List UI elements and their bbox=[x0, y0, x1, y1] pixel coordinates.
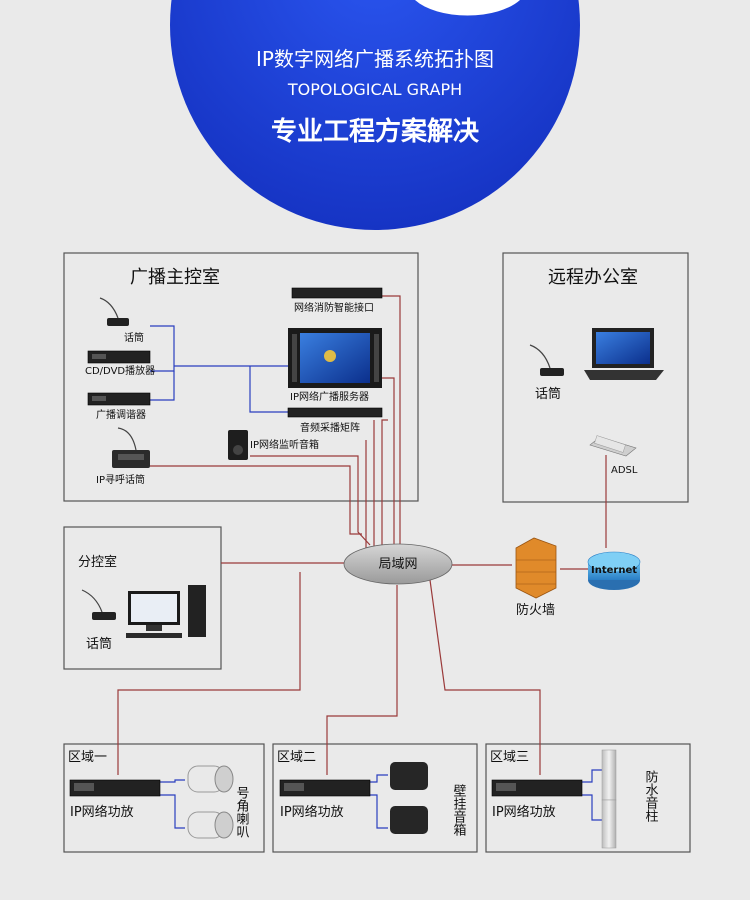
zone-2-speaker-label: 壁挂音箱 bbox=[451, 784, 467, 836]
cd-dvd-player-icon bbox=[87, 350, 151, 364]
zone-1-amp-icon bbox=[69, 779, 161, 797]
adsl-modem-icon bbox=[589, 435, 637, 457]
zone-2-amp-icon bbox=[279, 779, 371, 797]
mic-icon bbox=[99, 297, 129, 326]
main-control-title: 广播主控室 bbox=[130, 267, 220, 288]
link-tuner bbox=[150, 371, 175, 401]
zone-1-title: 区域一 bbox=[68, 750, 107, 765]
server-icon bbox=[288, 328, 382, 388]
header-title: IP数字网络广播系统拓扑图 bbox=[256, 47, 494, 71]
zone-2-box bbox=[272, 743, 478, 853]
lan-cloud-icon bbox=[343, 543, 453, 585]
link-z1-horn2 bbox=[160, 794, 185, 829]
sub-mic-label: 话筒 bbox=[86, 636, 112, 652]
sub-mic-icon bbox=[81, 589, 116, 620]
paging-mic-label: IP寻呼话筒 bbox=[96, 473, 145, 486]
header-tagline: 专业工程方案解决 bbox=[271, 116, 479, 147]
audio-matrix-icon bbox=[287, 407, 383, 418]
zone-3-box bbox=[485, 743, 691, 853]
header: IP数字网络广播系统拓扑图 TOPOLOGICAL GRAPH 专业工程方案解决 bbox=[170, 0, 580, 230]
server-label: IP网络广播服务器 bbox=[290, 390, 369, 403]
link-z1-horn1 bbox=[160, 779, 185, 783]
zone-1-speaker-label: 号角喇叭 bbox=[234, 786, 250, 838]
zone-1-box bbox=[63, 743, 265, 853]
link-z2-spk1 bbox=[370, 774, 388, 783]
column-speaker-icon bbox=[601, 749, 617, 849]
link-lan-zone2 bbox=[326, 585, 398, 775]
link-monitor-lan bbox=[250, 455, 371, 546]
link-to-matrix bbox=[249, 366, 288, 413]
fire-interface-icon bbox=[291, 287, 383, 299]
link-lan-zone1 bbox=[117, 572, 301, 775]
horn-speaker-icon bbox=[187, 765, 234, 839]
desktop-pc-icon bbox=[126, 585, 206, 638]
connection-lines bbox=[117, 295, 607, 829]
remote-office-title: 远程办公室 bbox=[548, 267, 638, 288]
laptop-icon bbox=[584, 328, 664, 380]
zone-1-amp-label: IP网络功放 bbox=[70, 804, 134, 820]
main-control-room-box bbox=[63, 252, 419, 502]
fire-interface-label: 网络消防智能接口 bbox=[294, 301, 374, 314]
zone-2-title: 区域二 bbox=[277, 750, 316, 765]
adsl-label: ADSL bbox=[611, 465, 638, 476]
wall-speaker-icon bbox=[390, 762, 428, 834]
link-fire-lan bbox=[382, 295, 401, 548]
internet-globe-icon bbox=[587, 551, 641, 590]
remote-office-box bbox=[502, 252, 689, 503]
link-paging-lan bbox=[150, 465, 362, 535]
header-subtitle: TOPOLOGICAL GRAPH bbox=[287, 80, 462, 99]
link-z3-col2 bbox=[580, 794, 602, 821]
link-lan-zone3 bbox=[429, 579, 541, 775]
lan-label: 局域网 bbox=[378, 557, 417, 572]
link-z3-col1 bbox=[580, 769, 602, 783]
link-server-lan bbox=[382, 377, 395, 548]
remote-mic-icon bbox=[529, 344, 564, 376]
link-mic-cd bbox=[150, 325, 175, 372]
zone-3-speaker-label: 防水音柱 bbox=[643, 769, 659, 823]
main-mic-label: 话筒 bbox=[124, 331, 144, 344]
matrix-label: 音频采播矩阵 bbox=[300, 421, 360, 434]
zone-2-amp-label: IP网络功放 bbox=[280, 804, 344, 820]
tuner-label: 广播调谐器 bbox=[96, 408, 146, 421]
monitor-speaker-icon bbox=[228, 430, 248, 460]
zone-3-amp-label: IP网络功放 bbox=[492, 804, 556, 820]
sub-control-room-box bbox=[63, 526, 222, 670]
zone-3-amp-icon bbox=[491, 779, 583, 797]
cd-dvd-label: CD/DVD播放器 bbox=[85, 364, 155, 377]
sub-control-title: 分控室 bbox=[78, 554, 117, 570]
remote-mic-label: 话筒 bbox=[535, 386, 561, 402]
link-matrix-lan bbox=[381, 419, 388, 548]
link-z2-spk2 bbox=[370, 794, 388, 829]
firewall-label: 防火墙 bbox=[516, 602, 555, 618]
paging-mic-icon bbox=[112, 427, 150, 468]
header-circle bbox=[170, 0, 580, 230]
header-notch bbox=[415, 0, 520, 16]
firewall-icon bbox=[515, 537, 557, 599]
internet-label: Internet bbox=[591, 565, 637, 576]
tuner-icon bbox=[87, 392, 151, 406]
zone-3-title: 区域三 bbox=[490, 750, 529, 765]
monitor-speaker-label: IP网络监听音箱 bbox=[250, 438, 319, 451]
